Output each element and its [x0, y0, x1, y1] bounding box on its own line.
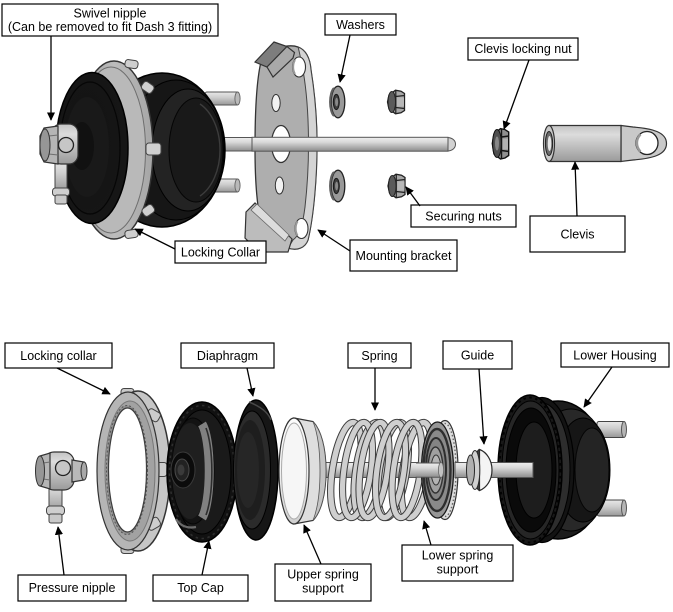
svg-text:Clevis locking nut: Clevis locking nut	[474, 42, 572, 56]
svg-text:Clevis: Clevis	[560, 228, 594, 242]
svg-text:Lower spring: Lower spring	[422, 549, 494, 563]
svg-text:support: support	[302, 582, 344, 596]
svg-text:Upper spring: Upper spring	[287, 568, 359, 582]
svg-text:Securing nuts: Securing nuts	[425, 210, 501, 224]
svg-text:Guide: Guide	[461, 349, 494, 363]
svg-text:Top Cap: Top Cap	[177, 581, 224, 595]
svg-text:Lower Housing: Lower Housing	[573, 349, 656, 363]
svg-text:Locking Collar: Locking Collar	[181, 246, 260, 260]
svg-text:Locking collar: Locking collar	[20, 349, 96, 363]
svg-text:Mounting bracket: Mounting bracket	[356, 249, 452, 263]
svg-text:support: support	[437, 563, 479, 577]
svg-text:Washers: Washers	[336, 18, 385, 32]
svg-text:Pressure nipple: Pressure nipple	[29, 581, 116, 595]
svg-text:Swivel nipple: Swivel nipple	[74, 7, 147, 21]
svg-text:(Can be removed to fit Dash 3: (Can be removed to fit Dash 3 fitting)	[8, 20, 212, 34]
svg-text:Spring: Spring	[361, 349, 397, 363]
svg-text:Diaphragm: Diaphragm	[197, 349, 258, 363]
